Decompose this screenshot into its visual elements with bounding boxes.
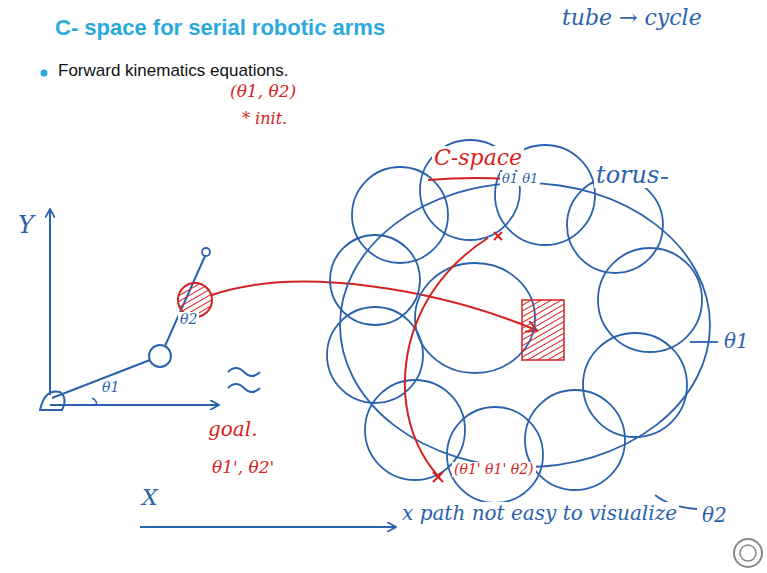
init-config: (θ1, θ2) <box>228 82 298 101</box>
init-mark <box>494 232 502 240</box>
init-label: * init. <box>240 110 289 128</box>
path-curve <box>405 238 488 478</box>
bottom-arrow <box>140 526 395 528</box>
logo <box>740 545 756 561</box>
end-effector <box>202 248 210 256</box>
axis-label: Y <box>16 212 36 238</box>
goal-mark <box>433 472 443 482</box>
mapping-arrow <box>212 282 536 330</box>
shape-name: torus <box>594 162 661 188</box>
y-axis <box>49 210 51 395</box>
heading-note: C-space <box>432 146 524 170</box>
axis-label: θ1 <box>722 330 751 352</box>
bullet <box>41 70 48 77</box>
joint-angle: θ1 <box>100 380 121 395</box>
approx-sign <box>228 368 260 392</box>
joint-angle: θ2 <box>178 312 199 327</box>
goal-config: θ1', θ2' <box>210 458 276 477</box>
obstacle-region <box>522 300 564 360</box>
note: tube → cycle <box>560 6 704 30</box>
joint <box>149 345 171 367</box>
logo <box>734 539 762 567</box>
goal-config: (θ1' θ1' θ2) <box>452 462 536 477</box>
goal-label: goal. <box>206 418 260 440</box>
angle-arc <box>92 398 97 405</box>
torus-figure <box>327 140 718 509</box>
link-1 <box>52 360 150 398</box>
axis-label: X <box>140 486 160 510</box>
torus-label: θ1 θ1 <box>500 172 540 186</box>
slide-title: C- space for serial robotic arms <box>55 16 385 40</box>
note: x path not easy to visualize <box>400 502 679 524</box>
x-axis <box>50 404 218 406</box>
bullet-text: Forward kinematics equations. <box>58 62 289 81</box>
axis-label: θ2 <box>700 504 729 526</box>
